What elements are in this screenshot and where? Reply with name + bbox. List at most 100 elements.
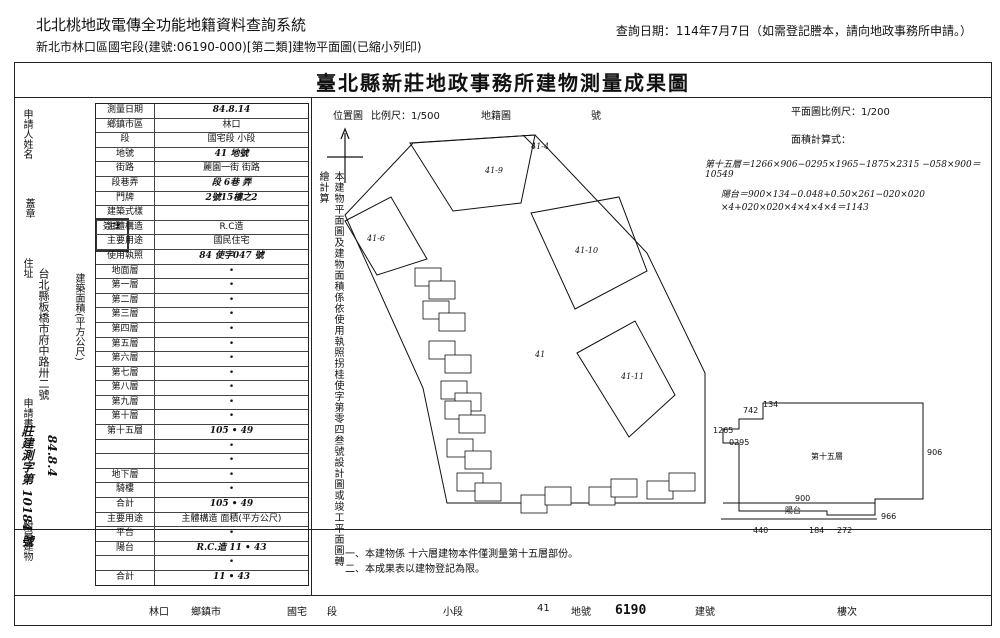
dim-966: 966	[881, 512, 896, 521]
number-label: 號	[591, 111, 601, 122]
form-row-value: •	[228, 338, 235, 349]
note-2: 二、本成果表以建物登記為限。	[345, 564, 485, 575]
form-row: 地下層•	[96, 468, 308, 484]
address-value: 台北縣板橋市府中路卅二號	[37, 268, 50, 400]
form-row-label	[96, 454, 155, 468]
area-calc-line1: 第十五層＝1266×906−0295×1965−1875×2315 −058×9…	[705, 160, 981, 180]
form-row: •	[96, 439, 308, 455]
dim-1265: 1265	[713, 426, 733, 435]
applicant-label: 申請人姓名	[21, 109, 32, 159]
note-1: 一、本建物係 十六層建物本件僅測量第十五層部份。	[345, 549, 579, 560]
map-label: 地籍圖	[481, 111, 511, 122]
form-row: 第二層 •	[96, 293, 308, 309]
form-row-value: •	[228, 280, 235, 291]
form-row-label: 第一層	[96, 279, 155, 293]
query-date: 查詢日期：114年7月7日（如需登記謄本，請向地政事務所申請。）	[615, 24, 972, 38]
footer-subsection-label: 小段	[443, 607, 463, 618]
form-row-value: •	[228, 367, 235, 378]
form-row-label: 門牌	[96, 191, 155, 206]
dim-440: 440	[753, 526, 768, 535]
footer-township: 林口	[149, 607, 169, 618]
title-divider	[15, 97, 991, 99]
form-row-label	[96, 556, 155, 570]
form-row-label: 第九層	[96, 395, 155, 410]
parcel-41-6	[344, 196, 428, 276]
form-row: 第六層•	[96, 352, 308, 367]
form-row: •	[96, 556, 308, 571]
location-label: 位置圖	[333, 111, 363, 122]
form-row-label: 陽台	[96, 541, 155, 556]
form-row-label: 第八層	[96, 381, 155, 395]
building-number-date: 84.8.4	[45, 435, 59, 477]
system-title: 北北桃地政電傳全功能地籍資料查詢系統	[36, 16, 307, 34]
plan-scale-label: 平面圖比例尺：1/200	[791, 107, 890, 118]
parcel-label-41-10: 41-10	[574, 246, 598, 255]
form-row-value: •	[228, 353, 235, 364]
dim-272: 272	[837, 526, 852, 535]
seal-label: 蓋章	[23, 198, 34, 218]
form-row: 第五層 •	[96, 337, 308, 353]
form-row-label: 第二層	[96, 293, 155, 308]
floor-area-label: 建築面積(平方公尺)	[73, 273, 84, 361]
form-row-value: R.C造	[219, 221, 244, 232]
form-row-value: 84.8.14	[212, 105, 251, 115]
area-calc-line2: 陽台＝900×134−0.048+0.50×261−020×020 ×4+020…	[721, 190, 925, 213]
form-row-value: •	[228, 309, 235, 320]
footer-land-no-label: 地號	[571, 607, 591, 618]
form-row-value: •	[228, 294, 235, 305]
footer-section-label: 段	[327, 607, 337, 618]
form-row: 測量日期 84.8.14	[96, 104, 308, 119]
address-label: 住址	[21, 258, 32, 278]
form-row-label: 合計	[96, 498, 155, 512]
form-row: 第一層 •	[96, 279, 308, 294]
form-row-label: 第四層	[96, 322, 155, 337]
parcel-label-41-9: 41-9	[484, 166, 503, 175]
form-row: 第七層•	[96, 366, 308, 382]
parcel-label-41-4: 41-4	[530, 142, 549, 151]
form-row: 鄉鎮市區林口	[96, 118, 308, 134]
parcel-outline	[344, 134, 706, 504]
balcony-label: 陽台	[785, 505, 801, 515]
form-row-value: 國宅段 小段	[207, 134, 256, 145]
footer-section: 國宅	[287, 607, 307, 618]
form-row-value: 國民住宅	[213, 236, 250, 247]
form-row-label: 主要用途	[96, 235, 155, 249]
dim-184: 184	[809, 526, 824, 535]
form-row-label: 第三層	[96, 308, 155, 322]
form-row: 第十層•	[96, 410, 308, 426]
form-row-label: 地號	[96, 147, 155, 162]
form-row: 騎樓•	[96, 483, 308, 499]
footer-building-no-label: 建號	[695, 607, 715, 618]
form-row-value: 84 使字047 號	[199, 250, 264, 261]
form-row: 第三層 •	[96, 308, 308, 323]
footer-township-label: 鄉鎮市	[191, 607, 221, 618]
floor-15-label: 第十五層	[811, 451, 843, 461]
notes: 一、本建物係 十六層建物本件僅測量第十五層部份。 二、本成果表以建物登記為限。	[345, 547, 578, 577]
building-blocks	[414, 267, 696, 514]
footer-building-no: 6190	[615, 603, 647, 618]
document-title: 臺北縣新莊地政事務所建物測量成果圖	[316, 71, 690, 95]
vertical-statement: 本建物平面圖及建物面積係依使用執照拐桂使字第零四叁號設計圖或竣工平面圖轉繪計算	[317, 171, 343, 567]
floor-plan	[721, 402, 924, 520]
parcel-41-10	[530, 196, 648, 310]
form-row: 街路麗園一街 街路	[96, 162, 308, 177]
form-row-label: 第五層	[96, 337, 155, 352]
notes-divider	[15, 529, 991, 531]
form-row-value: •	[228, 440, 235, 451]
form-row-label: 第十層	[96, 410, 155, 425]
form-row: 主要用途主體構造 面積(平方公尺)	[96, 512, 308, 528]
dim-906: 906	[927, 448, 942, 457]
form-row-value: •	[228, 484, 235, 495]
form-row-label: 平台	[96, 527, 155, 541]
form-row-label: 測量日期	[96, 104, 155, 118]
form-row-value: •	[228, 528, 235, 539]
form-row-value: •	[228, 469, 235, 480]
footer-land-no: 41	[537, 603, 550, 614]
dim-900: 900	[795, 494, 810, 503]
parcel-label-41: 41	[534, 350, 545, 359]
